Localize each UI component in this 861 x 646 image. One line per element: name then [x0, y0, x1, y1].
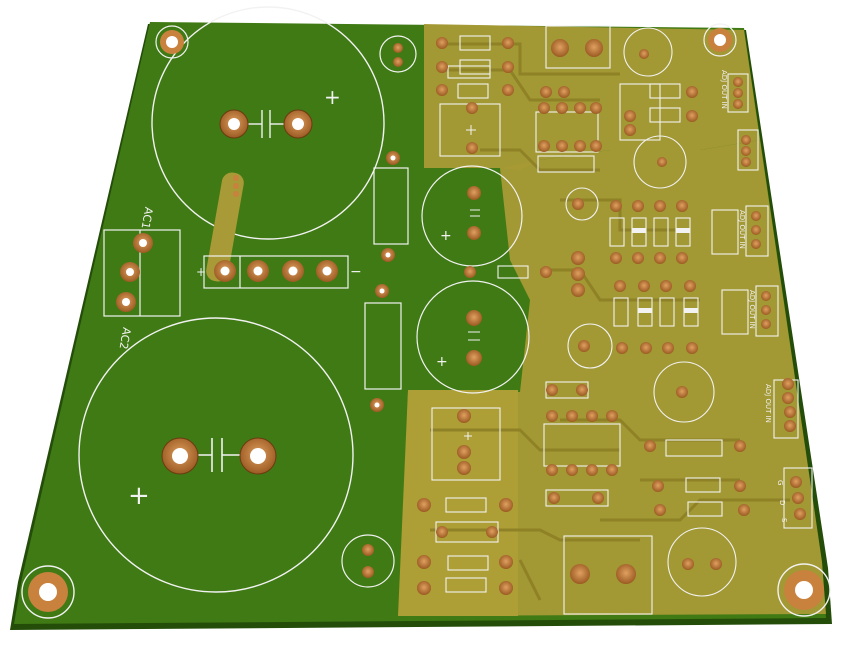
pad	[116, 233, 153, 312]
header-label-mid: ADJ OUT IN	[738, 210, 746, 249]
mounting-hole-bottom-left	[21, 565, 75, 619]
bridge-plus-label: +	[196, 265, 206, 279]
via-dots	[233, 175, 239, 197]
bridge-trace	[206, 172, 244, 282]
small-cap-top	[379, 35, 417, 73]
small-cap-symbols	[464, 125, 480, 440]
ac2-label: AC2	[117, 326, 134, 350]
cap-mid-lower-outline	[416, 280, 530, 394]
ac-connector-outline	[103, 229, 181, 317]
pad	[214, 260, 338, 282]
diode-bands	[632, 228, 698, 313]
header-d-label: D	[778, 500, 786, 505]
resistor-vertical-upper	[373, 167, 409, 245]
cap-big-top-outline	[151, 6, 385, 240]
small-electrolytic-caps	[565, 27, 737, 597]
ic-outlines	[431, 25, 661, 615]
pad	[362, 43, 403, 578]
cap-big-bottom-outline	[78, 317, 354, 593]
cap-mid-upper-outline	[421, 165, 523, 267]
copper-traces	[430, 42, 790, 601]
bridge-rectifier-outline	[203, 255, 349, 289]
cap-bottom-plus: +	[128, 481, 150, 511]
cap-mid-upper-plus: +	[440, 228, 452, 244]
mounting-hole-top-left	[155, 25, 189, 59]
copper-pour-top	[424, 24, 760, 170]
header-label-bottom: ADJ OUT IN	[764, 384, 772, 423]
cap-mid-lower-plus: +	[436, 354, 448, 370]
pad	[370, 151, 400, 412]
mounting-hole-bottom-right	[777, 563, 831, 617]
cap-top-plus: +	[324, 85, 341, 109]
header-label-top: ADJ OUT IN	[720, 70, 728, 109]
pad	[466, 186, 482, 366]
cap-symbol-top	[246, 110, 286, 138]
header-label-mid2: ADJ OUT IN	[748, 290, 756, 329]
bridge-minus-label: −	[350, 264, 362, 280]
component-pads	[417, 37, 806, 595]
header-g-label: G	[776, 480, 784, 485]
resistor-vertical-lower	[364, 302, 402, 390]
ac1-label: AC1	[139, 206, 156, 230]
small-cap-bottom	[341, 534, 395, 588]
header-s-label: S	[780, 518, 788, 523]
mounting-hole-top-right	[703, 23, 737, 57]
pad	[161, 109, 313, 475]
